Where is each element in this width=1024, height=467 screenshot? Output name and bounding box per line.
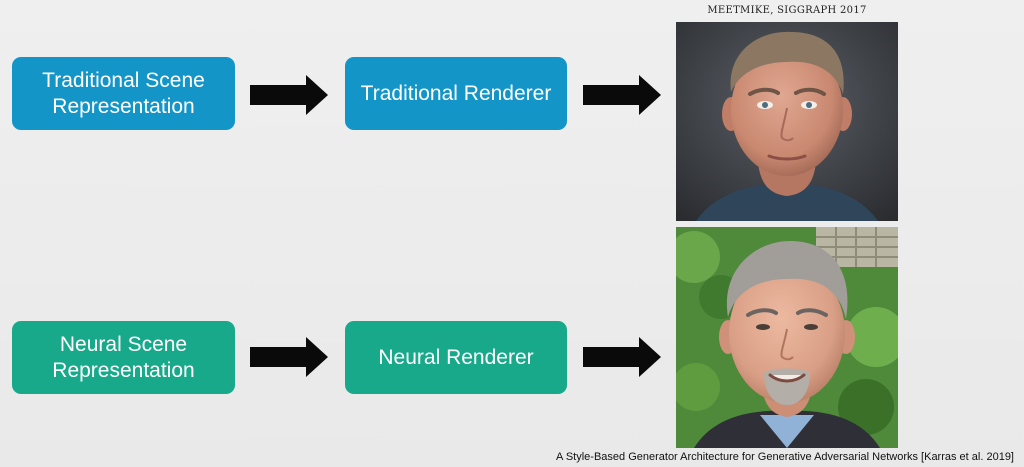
neural-renderer-box: Neural Renderer [345, 321, 567, 394]
right-arrow-icon [583, 75, 661, 115]
generated-face-photo [676, 227, 898, 448]
neural-renderer-label: Neural Renderer [378, 345, 534, 369]
rendered-face-photo [676, 22, 898, 221]
traditional-renderer-box: Traditional Renderer [345, 57, 567, 130]
traditional-scene-representation-box: Traditional Scene Representation [12, 57, 235, 130]
traditional-scene-representation-label: Traditional Scene Representation [42, 68, 205, 118]
bottom-image-caption: A Style-Based Generator Architecture for… [556, 451, 1014, 463]
neural-scene-representation-box: Neural Scene Representation [12, 321, 235, 394]
right-arrow-icon [583, 337, 661, 377]
right-arrow-icon [250, 75, 328, 115]
right-arrow-icon [250, 337, 328, 377]
top-image-caption: MEETMIKE, SIGGRAPH 2017 [707, 5, 867, 16]
traditional-renderer-label: Traditional Renderer [360, 81, 552, 105]
neural-scene-representation-label: Neural Scene Representation [52, 332, 195, 382]
